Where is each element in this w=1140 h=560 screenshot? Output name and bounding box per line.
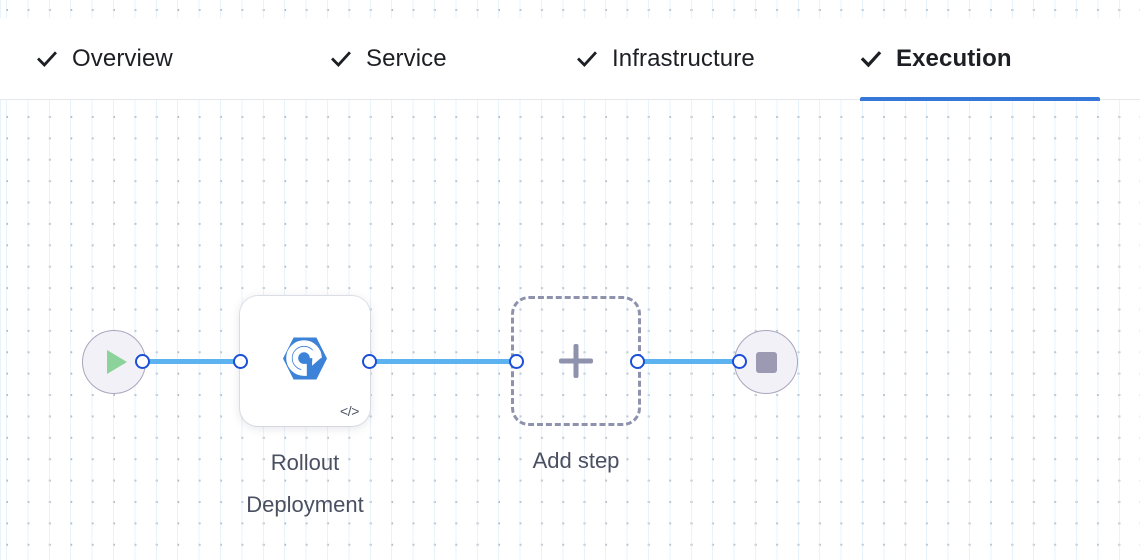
end-node[interactable] [734, 330, 798, 394]
tab-infrastructure[interactable]: Infrastructure [576, 18, 826, 100]
handle-rollout-source[interactable] [362, 354, 377, 369]
node-label-add-step: Add step [532, 448, 620, 473]
handle-rollout-target[interactable] [233, 354, 248, 369]
node-label-rollout-deployment: Rollout Deployment [246, 450, 364, 517]
add-step-node[interactable] [511, 296, 641, 426]
stop-icon [755, 351, 777, 373]
tab-label: Overview [72, 45, 173, 72]
plus-icon [559, 344, 593, 378]
edge-start-to-rollout[interactable] [142, 359, 242, 364]
check-icon [36, 48, 58, 70]
active-tab-indicator [860, 97, 1100, 101]
stage-tab-bar: Overview Service Infrastructure Executio… [0, 18, 1140, 101]
check-icon [860, 48, 882, 70]
code-badge-icon: </> [339, 403, 359, 419]
edge-addstep-to-end[interactable] [637, 359, 739, 364]
handle-addstep-source[interactable] [630, 354, 645, 369]
handle-addstep-target[interactable] [509, 354, 524, 369]
node-rollout-deployment[interactable]: </> [240, 296, 370, 426]
check-icon [330, 48, 352, 70]
tab-label: Infrastructure [612, 45, 755, 72]
tab-overview[interactable]: Overview [36, 18, 246, 100]
handle-end-target[interactable] [732, 354, 747, 369]
handle-start-source[interactable] [135, 354, 150, 369]
edge-rollout-to-addstep[interactable] [369, 359, 517, 364]
tab-execution[interactable]: Execution [860, 18, 1100, 101]
start-node[interactable] [82, 330, 146, 394]
tab-label: Service [366, 45, 447, 72]
tab-label: Execution [896, 45, 1012, 72]
tab-service[interactable]: Service [330, 18, 490, 100]
check-icon [576, 48, 598, 70]
play-icon [107, 350, 127, 374]
rollout-hexagon-icon [279, 333, 331, 390]
